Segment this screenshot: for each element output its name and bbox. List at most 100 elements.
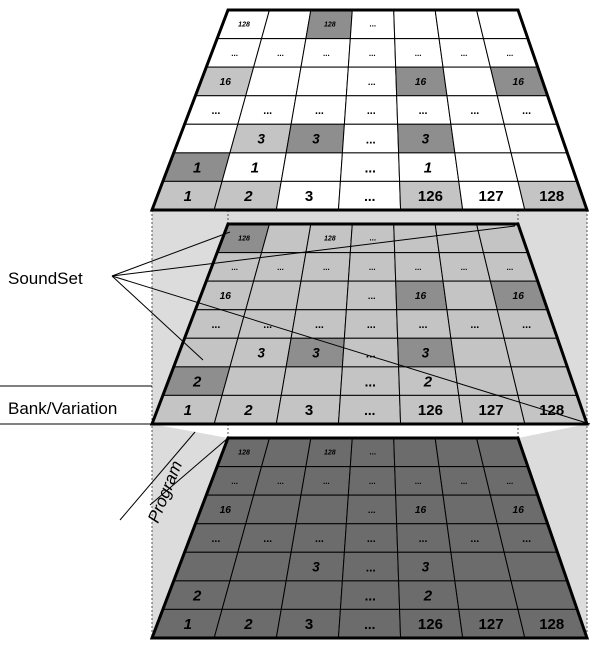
cell-label: ...: [277, 263, 284, 272]
cell-label: ...: [367, 105, 376, 117]
layers-group: 128 128........................ 16... 16 16.…: [149, 8, 590, 640]
cell-label: ...: [231, 263, 238, 272]
cell-label: ...: [522, 105, 531, 117]
cell-label: ...: [368, 77, 376, 87]
cell-label: ...: [365, 374, 376, 389]
cell-label: ...: [419, 105, 428, 117]
cell-label: ...: [470, 105, 479, 117]
cell-label: 16: [513, 291, 525, 302]
cell-label: ...: [507, 263, 514, 272]
cell-label: 1: [184, 402, 192, 419]
cell-label: 128: [324, 236, 336, 243]
cell-label: 3: [305, 188, 313, 205]
cell-label: ...: [415, 49, 422, 58]
cell-label: ...: [231, 477, 238, 486]
cell-label: ...: [323, 477, 330, 486]
cell-label: ...: [315, 319, 324, 331]
grid-cell: [295, 280, 349, 311]
cell-label: ...: [211, 533, 220, 545]
bottom-layer: 128 128........................ 16... 16 16.…: [149, 436, 590, 640]
middle-layer-outline: [149, 222, 590, 426]
grid-cell: [442, 66, 498, 97]
grid-cell: [245, 280, 302, 311]
annotation-line-1: [111, 225, 516, 277]
cell-label: 16: [220, 505, 232, 516]
cell-label: ...: [365, 588, 376, 603]
cell-label: 128: [539, 616, 564, 633]
cell-label: 127: [479, 188, 504, 205]
cell-label: 16: [220, 291, 232, 302]
grid-cell: [434, 223, 485, 254]
cell-label: ...: [211, 105, 220, 117]
cell-label: ...: [419, 319, 428, 331]
cell-label: 3: [305, 402, 313, 419]
grid-cell: [260, 437, 312, 468]
cell-label: ...: [368, 291, 376, 301]
cell-label: ...: [461, 477, 468, 486]
cell-label: 128: [324, 450, 336, 457]
cell-label: 127: [479, 402, 504, 419]
cell-label: ...: [211, 319, 220, 331]
bank-variation-label: Bank/Variation: [8, 399, 117, 418]
cell-label: 3: [422, 559, 430, 574]
grid-cell: [295, 494, 349, 525]
cell-label: 2: [192, 587, 202, 604]
cell-label: 2: [243, 402, 253, 419]
cell-label: 2: [192, 373, 202, 390]
cell-label: ...: [415, 263, 422, 272]
cell-label: ...: [277, 49, 284, 58]
cell-label: 3: [422, 345, 430, 360]
cell-label: ...: [461, 49, 468, 58]
top-layer-outline: [149, 8, 590, 212]
cell-label: 128: [539, 402, 564, 419]
cell-label: 126: [418, 188, 443, 205]
cell-label: 3: [258, 345, 266, 360]
cell-label: 1: [184, 616, 192, 633]
cell-label: 126: [418, 616, 443, 633]
cell-label: ...: [368, 505, 376, 515]
cell-label: ...: [364, 403, 375, 418]
grid-cell: [280, 366, 343, 396]
cell-label: 128: [238, 22, 250, 29]
cell-label: ...: [367, 533, 376, 545]
cell-label: 3: [305, 616, 313, 633]
cell-label: 3: [312, 131, 320, 146]
cell-label: 3: [312, 559, 320, 574]
soundset-label: SoundSet: [8, 269, 83, 288]
annotation-line-6: [119, 431, 196, 521]
cell-label: 16: [415, 505, 427, 516]
cell-label: ...: [231, 49, 238, 58]
annotation-line-2: [111, 275, 204, 361]
cell-label: 2: [423, 587, 433, 604]
cell-label: ...: [365, 160, 376, 175]
cell-label: ...: [263, 533, 272, 545]
grid-cell: [393, 437, 440, 468]
grid-cell: [221, 580, 287, 610]
cell-label: 16: [220, 77, 232, 88]
cell-label: 16: [513, 505, 525, 516]
cell-label: ...: [366, 560, 376, 574]
cell-label: ...: [366, 346, 376, 360]
grid-cell: [454, 580, 519, 610]
grid-cell: [442, 280, 498, 311]
cell-label: 128: [324, 22, 336, 29]
grid-cell: [280, 580, 343, 610]
cell-label: ...: [323, 49, 330, 58]
cell-label: 16: [415, 77, 427, 88]
grid-cell: [450, 551, 512, 582]
grid-cell: [434, 9, 485, 40]
grid-cell: [245, 66, 302, 97]
cell-label: 1: [193, 159, 201, 176]
cell-label: ...: [369, 49, 376, 58]
grid-cell: [450, 337, 512, 368]
cell-label: ...: [263, 105, 272, 117]
annotation-line-0: [111, 231, 231, 277]
annotation-lines: [0, 225, 591, 521]
cell-label: ...: [470, 319, 479, 331]
cell-label: 3: [258, 131, 266, 146]
cell-label: ...: [369, 477, 376, 486]
cell-label: ...: [507, 477, 514, 486]
